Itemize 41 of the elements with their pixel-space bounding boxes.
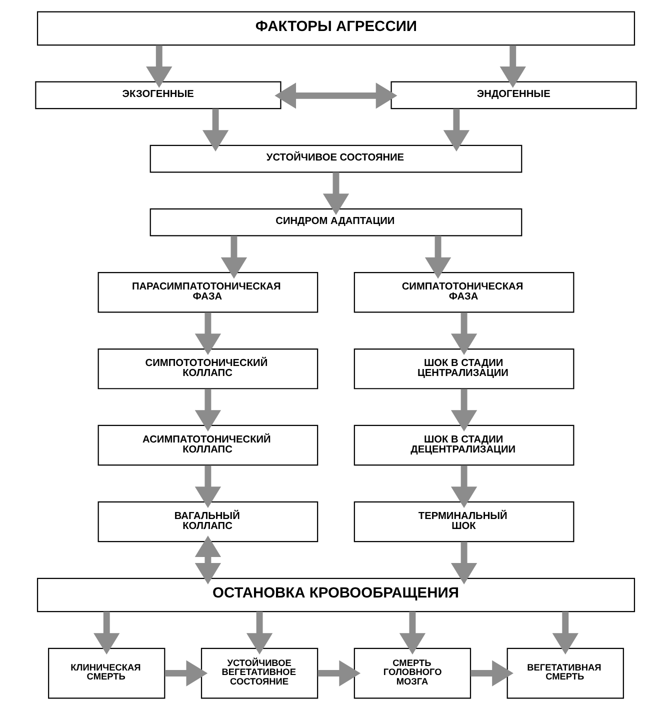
arrow [202,108,228,152]
arrow [246,612,272,655]
arrow [499,45,526,88]
arrow [93,612,120,655]
node-box: ЭНДОГЕННЫЕ [390,81,636,110]
arrow [322,172,349,216]
node-box: СМЕРТЬ ГОЛОВНОГО МОЗГА [353,648,471,699]
arrow [450,465,477,508]
node-box: КЛИНИЧЕСКАЯ СМЕРТЬ [48,648,165,699]
arrow [194,312,221,356]
node-box: СИМПАТОТОНИЧЕСКАЯ ФАЗА [353,272,574,313]
arrow [442,108,470,152]
arrow [194,388,221,432]
node-box: ОСТАНОВКА КРОВООБРАЩЕНИЯ [36,578,635,612]
arrow [450,388,477,432]
arrow [317,660,360,686]
arrow [398,612,426,655]
node-box: ЭКЗОГЕННЫЕ [34,81,281,110]
arrow [194,465,221,508]
arrow [146,45,172,88]
arrow [424,236,451,279]
arrow [220,236,247,279]
arrow [194,536,221,584]
node-box: ВАГАЛЬНЫЙ КОЛЛАПС [97,501,318,542]
node-box: ШОК В СТАДИИ ДЕЦЕНТРАЛИЗАЦИИ [353,424,574,466]
arrow [164,660,208,686]
arrow [274,82,397,109]
arrow [450,312,477,356]
node-box: ШОК В СТАДИИ ЦЕНТРАЛИЗАЦИИ [353,348,574,390]
node-box: ВЕГЕТАТИВНАЯ СМЕРТЬ [506,648,624,699]
node-box: АСИМПАТОТОНИЧЕСКИЙ КОЛЛАПС [97,424,318,466]
node-box: СИМПОТОТОНИЧЕСКИЙ КОЛЛАПС [97,348,318,390]
node-box: ФАКТОРЫ АГРЕССИИ [36,11,635,46]
node-box: СИНДРОМ АДАПТАЦИИ [149,208,522,236]
arrow [450,542,477,584]
node-box: УСТОЙЧИВОЕ СОСТОЯНИЕ [149,144,522,173]
arrow [470,660,513,686]
node-box: ПАРАСИМПАТОТОНИЧЕСКАЯ ФАЗА [97,272,318,313]
node-box: УСТОЙЧИВОЕ ВЕГЕТАТИВНОЕ СОСТОЯНИЕ [200,648,318,699]
arrow [552,612,578,655]
node-box: ТЕРМИНАЛЬНЫЙ ШОК [353,501,574,542]
